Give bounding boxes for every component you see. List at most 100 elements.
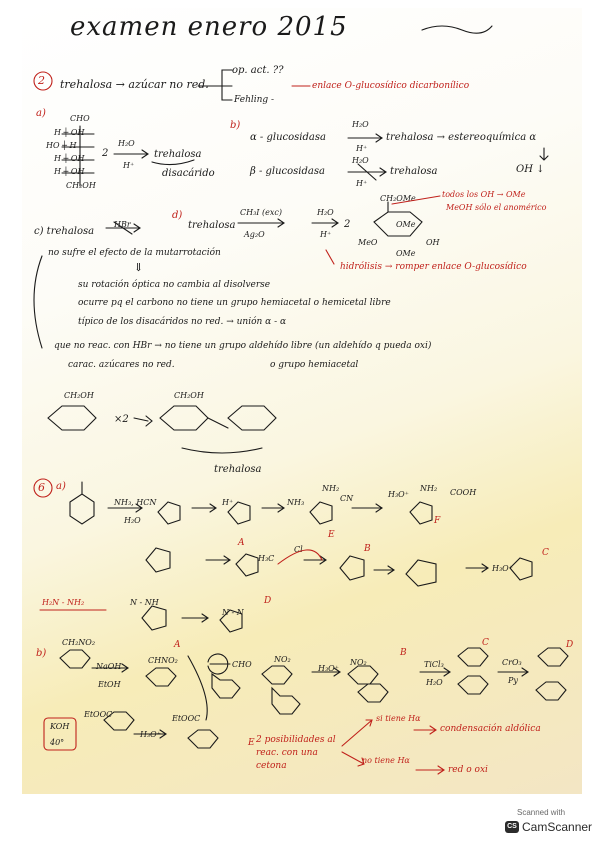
q2-enlace: enlace O-glucosídico dicarbonílico (312, 81, 470, 91)
cp-ring-4 (409, 501, 433, 525)
page-title: examen enero 2015 (70, 12, 348, 42)
q2b-beta-h2o: H₂O (352, 156, 369, 165)
q2-todos: todos los OH → OMe (442, 190, 526, 199)
q6-posib: 2 posibilidades al reac. con una cetona (256, 735, 336, 771)
q6-ester-b: EtOOC (172, 714, 201, 723)
q6-red-oxi: red o oxi (448, 765, 488, 775)
q6-etoh: EtOH (98, 680, 121, 689)
q6-si-tiene: si tiene Hα (376, 714, 421, 723)
label-c2: C (482, 638, 489, 648)
scanned-page: examen enero 2015 2 trehalosa → azúcar n… (22, 8, 582, 794)
label-e2: E (248, 738, 255, 748)
q2c-rot: su rotación óptica no cambia al disolver… (78, 280, 271, 290)
q2c-ocurre: ocurre pq el carbono no tiene un grupo h… (78, 298, 391, 308)
watermark-brand-name: CamScanner (522, 820, 593, 834)
q2a-trehalosa: trehalosa (154, 149, 202, 160)
benzene-2 (145, 667, 177, 687)
q2d-ch3i: CH₃I (exc) (240, 208, 282, 217)
q2b-alpha-result: trehalosa → estereoquímica α (386, 132, 537, 143)
q2-fehling: Fehling - (234, 95, 275, 105)
camscanner-watermark: Scanned with CS CamScanner (503, 806, 593, 840)
q6-no2: NO₂ (274, 655, 291, 664)
q2-circle (33, 71, 53, 91)
q6-nh2-b: NH₂ (420, 484, 438, 493)
q2c-bracket (33, 255, 43, 349)
q2-opact: op. act. ?? (232, 65, 284, 76)
q6-cro3: CrO₃ (502, 658, 522, 667)
q2a-h2o: H₂O (118, 139, 135, 148)
q2d-arrow1 (237, 218, 285, 228)
q2d-ag2o: Ag₂O (244, 230, 265, 239)
q6-nh2: NH₂ (322, 484, 340, 493)
fischer-1: CHO (70, 114, 90, 123)
q2a-disacarido: disacárido (162, 168, 215, 179)
camscanner-logo-icon: CS (505, 821, 519, 833)
q2-number: 2 (38, 74, 45, 87)
q6-number: 6 (38, 481, 45, 494)
q6-h2o: H₂O (124, 516, 141, 525)
q2a-coef: 2 (102, 148, 109, 159)
q2d-ome2: OMe (396, 249, 416, 258)
sugar-trehalosa: trehalosa (214, 464, 262, 475)
q6-h3c: H₃C (258, 554, 275, 563)
fischer-6: CH₂OH (66, 181, 96, 190)
q6-ch2no2: CH₂NO₂ (62, 638, 96, 647)
q6-condensacion: condensación aldólica (440, 724, 541, 734)
q6-no-tiene: no tiene Hα (362, 756, 410, 765)
q2c-mut: no sufre el efecto de la mutarrotación (48, 248, 221, 258)
fischer-2: H ┼ OH (54, 128, 85, 137)
q6-n-nh: N - NH (130, 598, 159, 607)
q6-h3o: H₃O⁺ (388, 490, 409, 499)
q6-cl: Cl (294, 545, 303, 554)
q6-cooh: COOH (450, 488, 477, 497)
q2c-arrow (105, 221, 141, 235)
cp-ring-1 (157, 501, 181, 525)
ink-drawings (33, 25, 569, 775)
fischer-spine (61, 125, 95, 187)
q2c-hbr-line: que no reac. con HBr → no tiene un grupo… (54, 341, 432, 351)
q2d-h2o: H₂O (317, 208, 334, 217)
label-f: F (434, 516, 441, 526)
q2d-line: trehalosa (188, 220, 236, 231)
sugar-ring-2 (159, 405, 209, 431)
q2d-meo: MeO (358, 238, 378, 247)
label-e: E (328, 530, 335, 540)
koh-box (43, 717, 77, 751)
q6-arrow1 (107, 503, 143, 513)
q6-py: Py (508, 676, 518, 685)
benzaldehyde (207, 653, 231, 675)
q6-naoh: NaOH (96, 662, 122, 671)
q2d-oh: OH (426, 238, 440, 247)
sugar-ring-1 (47, 405, 97, 431)
q2d-hidrolisis: hidrólisis → romper enlace O-glucosídico (340, 262, 527, 272)
label-a: A (238, 538, 245, 548)
watermark-scanned-text: Scanned with (517, 808, 566, 817)
q6b-arrow-koh (133, 729, 167, 739)
q6-hplus: H⁺ (222, 498, 234, 507)
q2b-alpha: α - glucosidasa (250, 132, 326, 143)
title-squiggle (421, 25, 493, 34)
label-d2: D (566, 640, 574, 650)
fischer-4: H ┼ OH (54, 154, 85, 163)
q2c-carac: carac. azúcares no red. (68, 360, 175, 370)
q6-chno2: CHNO₂ (148, 656, 178, 665)
q6-nh3: NH₃ (287, 498, 305, 507)
q2d-coef: 2 (344, 219, 351, 230)
q2c-label: c) trehalosa (34, 226, 95, 237)
label-a2: A (174, 640, 181, 650)
q2-meoh: MeOH sólo el anomérico (446, 203, 547, 212)
q2b-label: b) (230, 120, 241, 131)
label-c: C (542, 548, 549, 558)
pyranose-ring (373, 211, 423, 237)
q2d-ome: OMe (396, 220, 416, 229)
q2c-tipico: típico de los disacáridos no red. → unió… (78, 317, 287, 327)
q2c-arrow-down: ⇓ (134, 261, 144, 274)
q6-cn: CN (340, 494, 354, 503)
q2b-ohdown: OH ↓ (516, 164, 545, 175)
sugar-ch2oh-2: CH₂OH (174, 391, 204, 400)
q6-koh: KOH (50, 722, 70, 731)
q6-n-n: N - N (222, 608, 244, 617)
q6-nh3hcn: NH₃, HCN (114, 498, 157, 507)
sugar-x2: ×2 (114, 414, 129, 425)
q2a-hplus: H⁺ (123, 161, 135, 170)
